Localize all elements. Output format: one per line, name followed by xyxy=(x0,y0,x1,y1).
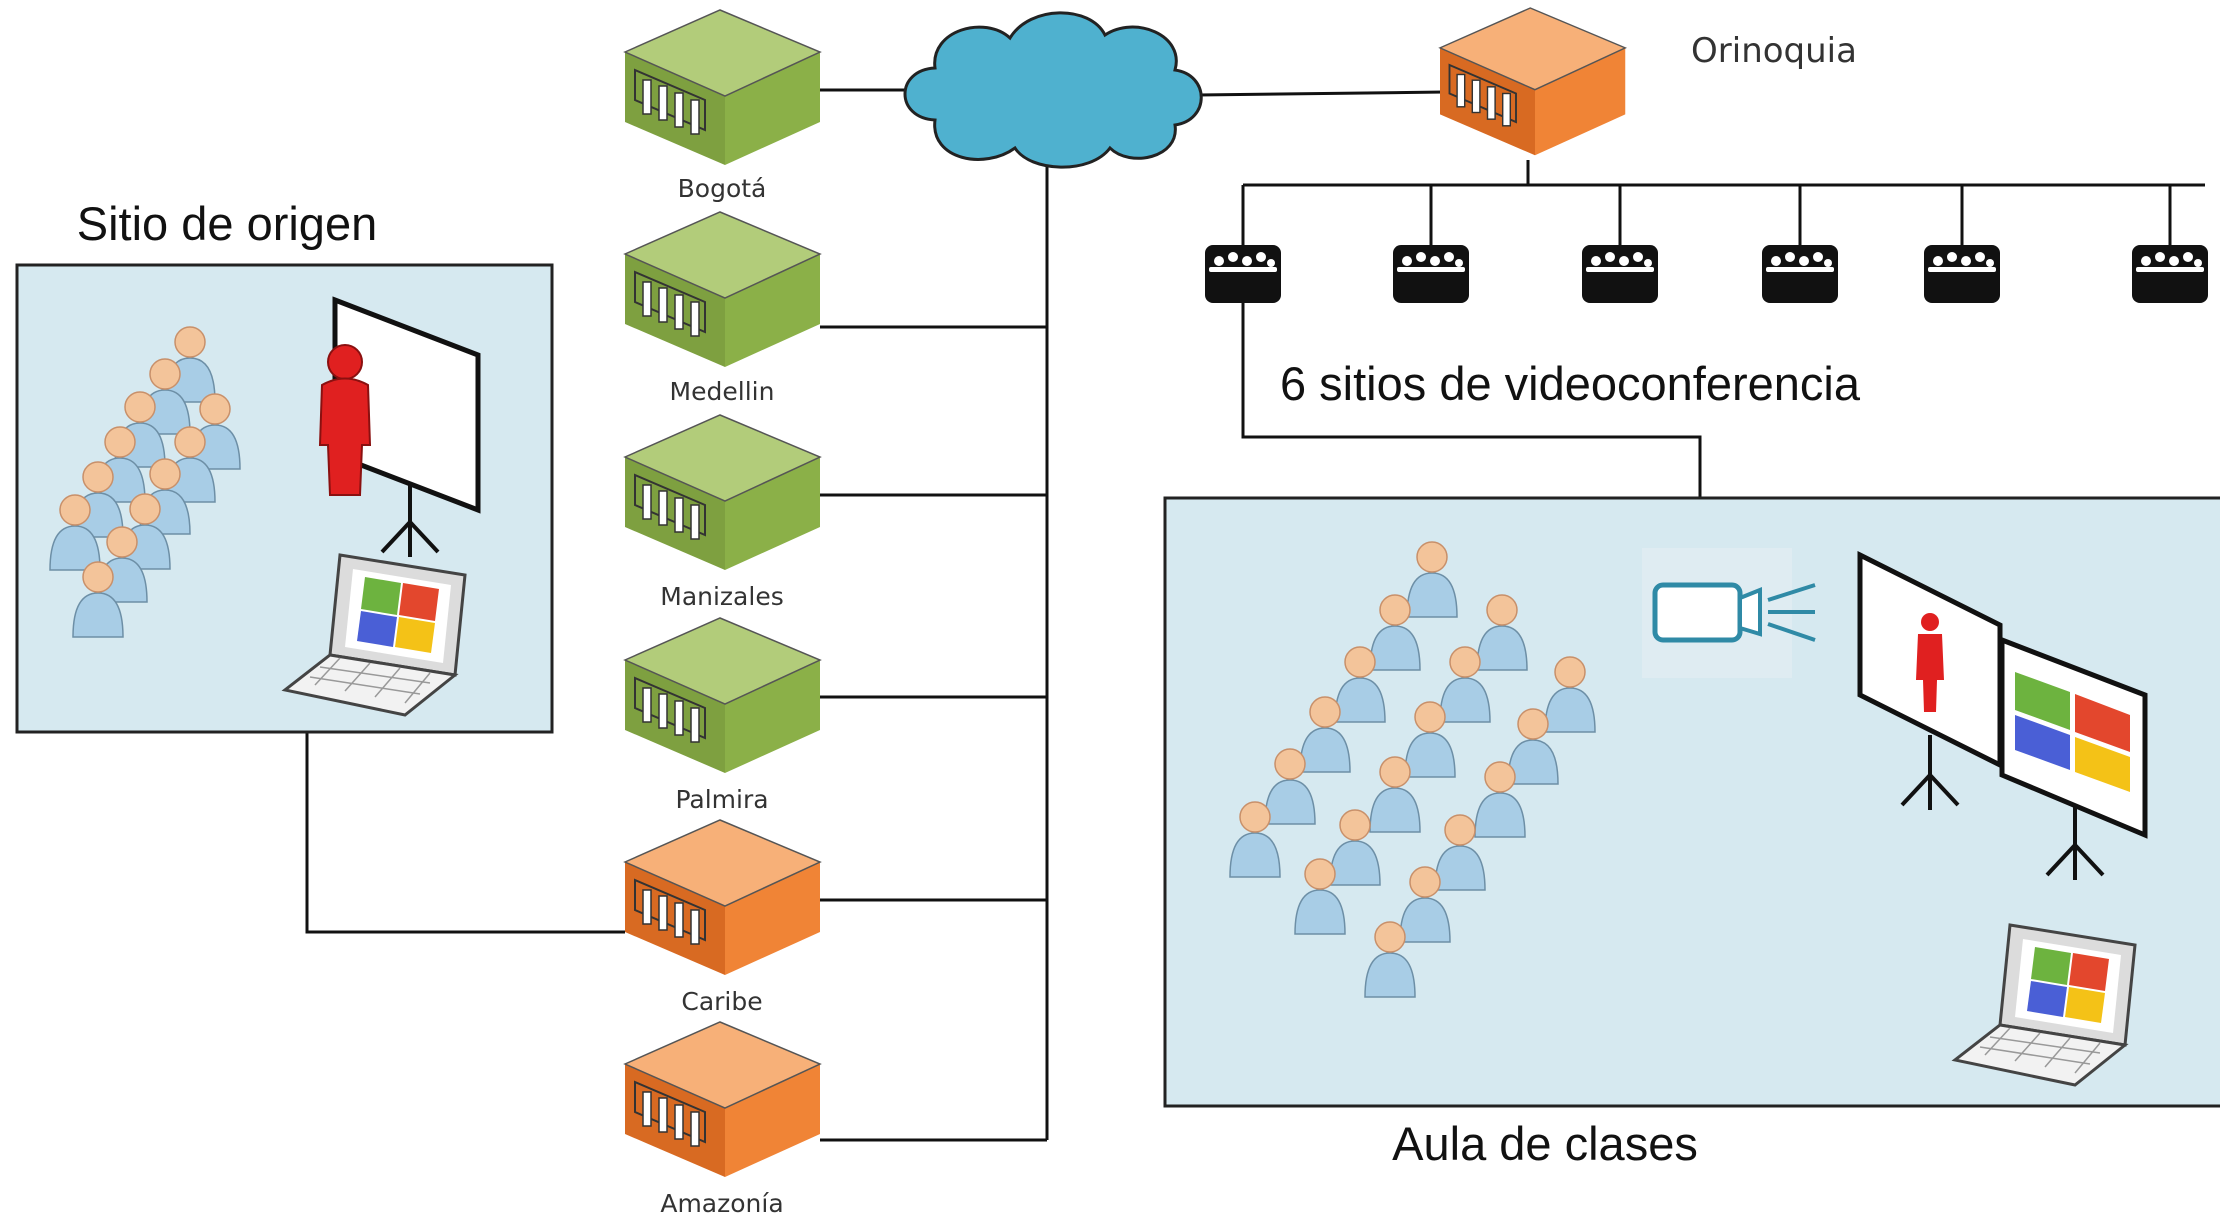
projector-icon xyxy=(1642,548,1816,678)
classroom-label: Aula de clases xyxy=(1392,1117,1698,1170)
site-label-medellin: Medellin xyxy=(670,377,775,406)
audience-icon xyxy=(1924,245,2000,303)
building-bogota xyxy=(624,9,821,166)
site-label-palmira: Palmira xyxy=(675,785,768,814)
cloud-icon xyxy=(903,11,1203,169)
building-medellin xyxy=(624,211,821,368)
audience-icon xyxy=(1582,245,1658,303)
site-label-bogota: Bogotá xyxy=(678,174,767,203)
building-caribe xyxy=(624,819,821,976)
audience-icon xyxy=(1393,245,1469,303)
building-orinoquia xyxy=(1439,7,1627,157)
site-label-manizales: Manizales xyxy=(660,582,783,611)
origin-site-label: Sitio de origen xyxy=(77,197,377,250)
building-palmira xyxy=(624,617,821,774)
videoconference-sites xyxy=(1205,245,2208,303)
building-amazonia xyxy=(624,1021,821,1178)
classroom-screen-right xyxy=(1999,636,2148,882)
orinoquia-label: Orinoquia xyxy=(1691,31,1857,71)
site-label-caribe: Caribe xyxy=(681,987,762,1016)
building-manizales xyxy=(624,414,821,571)
audience-icon xyxy=(1762,245,1838,303)
audience-icon xyxy=(1205,245,1281,303)
site-label-amazonia: Amazonía xyxy=(660,1189,783,1218)
audience-icon xyxy=(2132,245,2208,303)
videoconference-label: 6 sitios de videoconferencia xyxy=(1280,357,1861,410)
presenter-icon xyxy=(318,344,372,496)
connection-lines xyxy=(305,88,2205,1142)
